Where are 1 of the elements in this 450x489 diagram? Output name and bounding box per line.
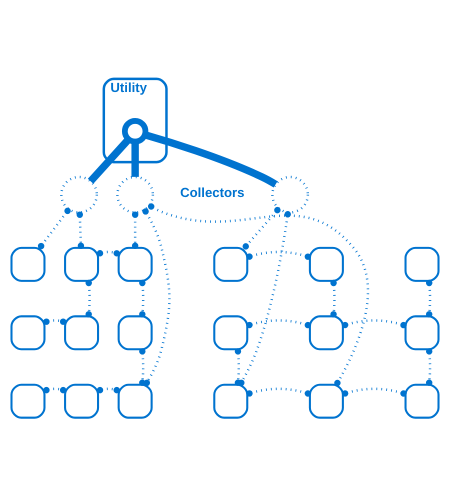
node-label: Collectors bbox=[180, 184, 244, 200]
